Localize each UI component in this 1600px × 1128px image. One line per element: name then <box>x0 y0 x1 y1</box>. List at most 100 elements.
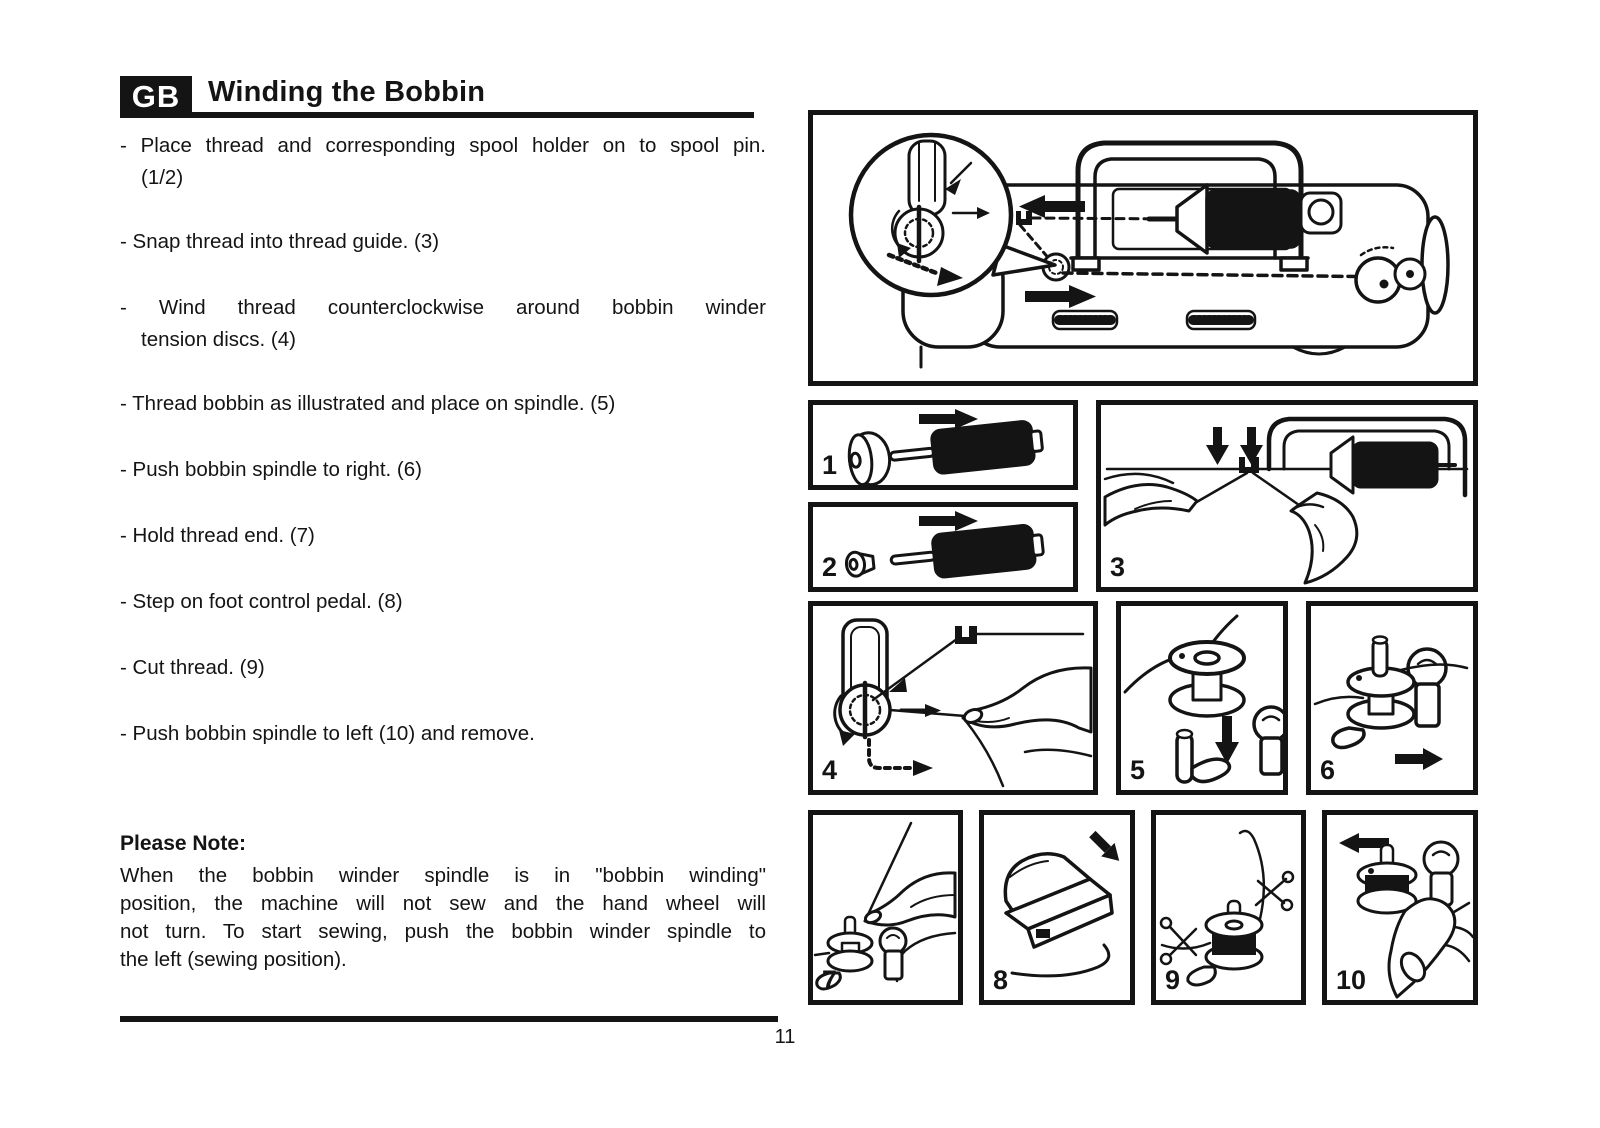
thread-bobbin-illustration <box>1123 614 1283 784</box>
panel-number: 3 <box>1110 552 1126 582</box>
right-hand <box>1289 491 1359 585</box>
panel-number: 9 <box>1165 965 1181 995</box>
diagram-step-10: 10 <box>1322 810 1478 1005</box>
diagram-step-6: 6 <box>1306 601 1478 795</box>
panel-number: 4 <box>822 755 838 785</box>
panel-number: 8 <box>993 965 1009 995</box>
arrow-left-icon <box>1339 833 1389 853</box>
hold-thread-end-illustration <box>813 821 957 991</box>
diagram-step-1: 1 <box>808 400 1078 490</box>
bobbin-spindle <box>1175 728 1232 784</box>
snap-thread-into-guide-illustration <box>1103 416 1469 585</box>
thread-spool <box>1205 189 1301 249</box>
panel-number: 1 <box>822 450 838 480</box>
note-line: When the bobbin winder spindle is in "bo… <box>120 864 766 887</box>
spindle-latch <box>1331 726 1366 750</box>
bobbin-winder-spindle <box>1354 246 1427 304</box>
diagram-step-8: 8 <box>979 810 1135 1005</box>
thread <box>871 634 963 702</box>
thread <box>1160 941 1212 950</box>
instruction-line: - Step on foot control pedal. (8) <box>120 590 403 613</box>
thread <box>1399 663 1469 672</box>
instruction-line: - Snap thread into thread guide. (3) <box>120 230 440 253</box>
note-heading: Please Note: <box>120 832 247 855</box>
note-line: not turn. To start sewing, push the bobb… <box>120 920 766 943</box>
thread-spool <box>931 523 1037 579</box>
panel-number: 2 <box>822 552 838 582</box>
spool-holder <box>1329 435 1355 495</box>
arrow-right-icon <box>919 409 978 429</box>
instruction-line: - Push bobbin spindle to right. (6) <box>120 458 422 481</box>
dotted-wind-path <box>867 738 915 770</box>
arrow-down-icon <box>1215 716 1239 764</box>
thread-spool <box>1351 441 1439 489</box>
scissors-icon <box>1159 916 1198 966</box>
hand-holding-thread <box>961 666 1093 788</box>
diagram-step-3: 3 <box>1096 400 1478 592</box>
arrow-down-right-icon <box>1089 830 1120 861</box>
sewing-machine-top-view <box>848 132 1450 369</box>
magnifier-detail <box>848 132 1057 298</box>
thread-spool <box>930 420 1036 475</box>
bobbin-on-spindle <box>813 915 874 991</box>
page-title: Winding the Bobbin <box>208 76 486 108</box>
spool-holder-knob <box>878 926 908 981</box>
push-spindle-left-illustration <box>1339 833 1473 999</box>
power-cable <box>1010 943 1111 978</box>
thread <box>1193 471 1301 507</box>
diagram-step-5: 5 <box>1116 601 1288 795</box>
panel-number: 10 <box>1336 965 1367 995</box>
diagram-step-7: 7 <box>808 810 963 1005</box>
diagram-step-2: 2 <box>808 502 1078 592</box>
hand-wheel <box>1420 215 1450 315</box>
language-badge: GB <box>120 76 192 118</box>
spindle-latch <box>1190 757 1232 784</box>
note-line: the left (sewing position). <box>120 948 347 971</box>
instruction-line: - Hold thread end. (7) <box>120 524 315 547</box>
panel-number: 5 <box>1130 755 1146 785</box>
foot-control-pedal-illustration <box>1003 830 1120 978</box>
instruction-line: tension discs. (4) <box>141 328 296 351</box>
spindle-latch <box>815 971 842 991</box>
scissors-icon <box>1254 870 1295 912</box>
thread <box>888 708 967 718</box>
arrow-right-icon <box>1395 748 1443 770</box>
cut-thread-illustration <box>1159 829 1295 987</box>
push-spindle-right-illustration <box>1313 635 1469 770</box>
arrow-right-icon <box>919 511 978 531</box>
instruction-line: - Push bobbin spindle to left (10) and r… <box>120 722 535 745</box>
panel-number: 6 <box>1320 755 1336 785</box>
arrow-left-icon <box>1019 195 1085 218</box>
arrow-down-icon <box>1206 427 1263 465</box>
instruction-line: (1/2) <box>141 166 184 189</box>
spool-holder-large-illustration <box>847 409 1044 485</box>
wind-around-tension-disc-illustration <box>833 618 1093 788</box>
spindle-latch <box>1186 965 1217 987</box>
note-line: position, the machine will not sew and t… <box>120 892 766 915</box>
page-number: 11 <box>774 1026 796 1048</box>
thread <box>813 951 831 957</box>
instruction-line: - Thread bobbin as illustrated and place… <box>120 392 616 415</box>
thread-path <box>1030 216 1179 221</box>
spool-holder-small-illustration <box>844 511 1045 579</box>
spool-holder-knob <box>1422 840 1460 907</box>
adjustment-dials <box>1051 309 1257 331</box>
diagram-step-9: 9 <box>1151 810 1306 1005</box>
hand-pushing-spindle <box>1387 897 1473 999</box>
bobbin-spindle <box>1371 638 1389 678</box>
title-underline <box>120 112 754 118</box>
arrow-right-icon <box>1025 285 1096 308</box>
carry-handle <box>1075 140 1304 261</box>
footer-rule <box>120 1016 778 1022</box>
wound-bobbin <box>1186 899 1264 987</box>
left-hand <box>1103 472 1199 527</box>
wound-bobbin <box>1356 843 1418 915</box>
instruction-line: - Place thread and corresponding spool h… <box>120 134 766 157</box>
thread <box>863 821 913 923</box>
hand-pinching-thread <box>863 871 957 983</box>
carry-handle <box>1266 416 1468 498</box>
panel-number: 7 <box>822 965 838 995</box>
diagram-step-4: 4 <box>808 601 1098 795</box>
instruction-line: - Cut thread. (9) <box>120 656 265 679</box>
